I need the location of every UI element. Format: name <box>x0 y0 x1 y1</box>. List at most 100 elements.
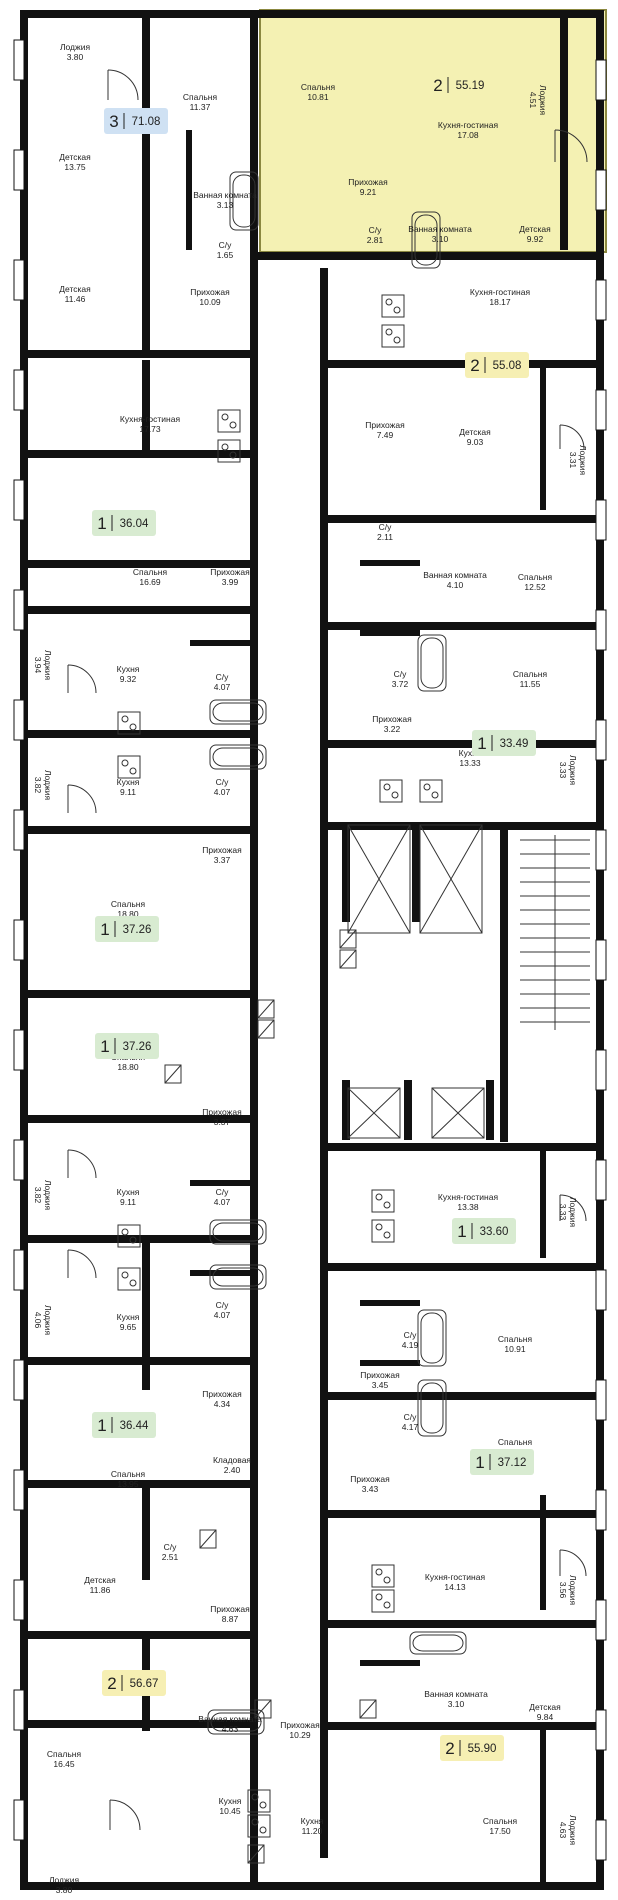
room-area: 11.86 <box>90 1585 111 1595</box>
room-name: Спальня <box>111 1469 146 1479</box>
room-name: Кухня-гостиная <box>425 1572 486 1582</box>
room-name: Спальня <box>498 1334 533 1344</box>
room-area: 18.80 <box>117 1062 139 1072</box>
apartment-rooms: 1 <box>457 1222 466 1241</box>
room-name: Прихожая <box>202 845 242 855</box>
room-label: С/у4.07 <box>214 1300 231 1320</box>
room-area: 18.17 <box>489 297 511 307</box>
room-area: 3.31 <box>568 452 578 469</box>
room-area: 4.06 <box>33 1312 43 1329</box>
room-area: 3.99 <box>222 577 239 587</box>
room-name: Кухня-гостиная <box>438 120 499 130</box>
room-area: 3.80 <box>56 1885 73 1895</box>
room-area: 2.51 <box>162 1552 179 1562</box>
room-area: 3.56 <box>558 1582 568 1599</box>
apartment-rooms: 2 <box>107 1674 116 1693</box>
apartment-area: 37.26 <box>123 924 152 936</box>
room-name: Кухня <box>117 1312 140 1322</box>
room-area: 3.45 <box>372 1380 389 1390</box>
room-name: Детская <box>529 1702 561 1712</box>
elevator-core <box>347 824 485 1139</box>
room-label: С/у2.11 <box>377 522 393 542</box>
room-area: 4.07 <box>214 1197 231 1207</box>
room-label: С/у4.17 <box>402 1412 419 1432</box>
room-name: С/у <box>219 240 233 250</box>
staircase <box>520 835 590 1030</box>
room-name: С/у <box>216 672 230 682</box>
room-area: 16.45 <box>53 1759 75 1769</box>
room-area: 3.82 <box>33 1187 43 1204</box>
room-name: Лоджия <box>43 770 53 801</box>
apartment-area: 36.44 <box>120 1420 149 1432</box>
room-area: 10.81 <box>307 92 329 102</box>
room-area: 9.11 <box>120 787 136 797</box>
room-area: 17.50 <box>489 1826 511 1836</box>
room-area: 3.37 <box>214 1117 231 1127</box>
room-name: Ванная комната <box>423 570 487 580</box>
apartment-area: 56.67 <box>130 1678 159 1690</box>
room-name: Лоджия <box>538 85 548 116</box>
room-area: 3.22 <box>384 724 401 734</box>
room-name: Кухня <box>117 777 140 787</box>
room-name: Ванная комната <box>424 1689 488 1699</box>
apartment-area: 33.49 <box>500 738 529 750</box>
room-area: 1.65 <box>217 250 234 260</box>
room-name: Детская <box>59 152 91 162</box>
room-area: 3.13 <box>217 200 234 210</box>
room-area: 13.38 <box>457 1202 479 1212</box>
room-area: 10.09 <box>199 297 221 307</box>
room-area: 4.07 <box>214 787 231 797</box>
room-label: С/у2.81 <box>367 225 384 245</box>
selected-apartment-highlight[interactable] <box>259 9 607 253</box>
room-name: С/у <box>216 1187 230 1197</box>
apartment-area: 55.08 <box>493 360 522 372</box>
room-name: Прихожая <box>202 1389 242 1399</box>
room-area: 3.72 <box>392 679 409 689</box>
room-area: 3.82 <box>33 777 43 794</box>
apartment-rooms: 2 <box>433 76 442 95</box>
room-area: 14.13 <box>444 1582 466 1592</box>
room-area: 8.87 <box>222 1614 239 1624</box>
room-area: 9.84 <box>537 1712 554 1722</box>
room-area: 4.63 <box>222 1724 239 1734</box>
room-name: Лоджия <box>568 1197 578 1228</box>
room-area: 9.65 <box>120 1322 137 1332</box>
room-name: Спальня <box>133 567 168 577</box>
room-name: Спальня <box>498 1437 533 1447</box>
room-name: Спальня <box>47 1749 82 1759</box>
room-area: 9.32 <box>120 674 137 684</box>
apartment-rooms: 1 <box>97 1416 106 1435</box>
